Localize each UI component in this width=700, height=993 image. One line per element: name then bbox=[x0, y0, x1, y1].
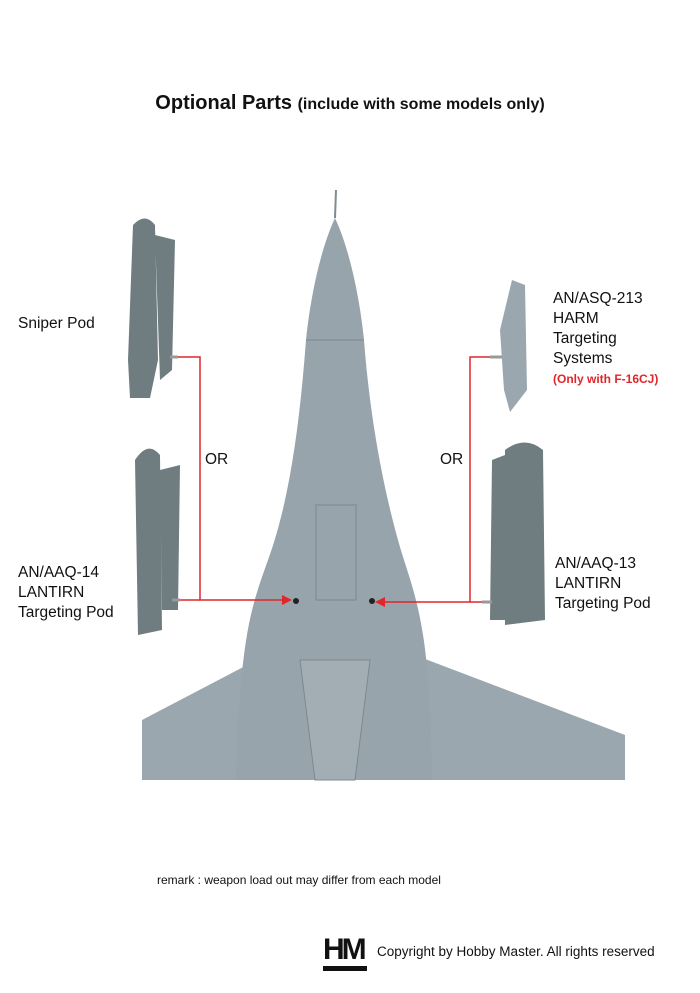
copyright-text: Copyright by Hobby Master. All rights re… bbox=[377, 944, 655, 959]
left-or-label: OR bbox=[205, 451, 229, 468]
sniper-pod-label: Sniper Pod bbox=[18, 315, 95, 332]
aaq14-label: AN/AAQ-14 LANTIRN Targeting Pod bbox=[18, 563, 114, 623]
label-line: Targeting bbox=[553, 330, 617, 347]
aaq14-pod bbox=[135, 448, 180, 635]
remark-text: remark : weapon load out may differ from… bbox=[157, 873, 441, 887]
right-hardpoint bbox=[369, 598, 375, 604]
harm-pod bbox=[500, 280, 527, 412]
label-line: LANTIRN bbox=[18, 584, 85, 601]
sniper-pod bbox=[128, 218, 175, 398]
label-line: Targeting Pod bbox=[555, 595, 651, 612]
pitot-tube bbox=[334, 189, 337, 219]
engine-nozzle bbox=[299, 659, 371, 781]
left-connector-line bbox=[178, 356, 288, 601]
left-hardpoint bbox=[293, 598, 299, 604]
title-main: Optional Parts bbox=[155, 92, 292, 114]
label-line: Targeting Pod bbox=[18, 604, 114, 621]
right-or-label: OR bbox=[440, 451, 464, 468]
aaq13-pod bbox=[490, 442, 545, 625]
title-sub: (include with some models only) bbox=[297, 96, 545, 113]
center-hatch bbox=[315, 504, 357, 601]
label-line: AN/AAQ-14 bbox=[18, 564, 99, 581]
page-title: Optional Parts (include with some models… bbox=[0, 92, 700, 115]
label-line: LANTIRN bbox=[555, 575, 622, 592]
hobby-master-logo: HM bbox=[323, 935, 367, 972]
label-line: HARM bbox=[553, 310, 599, 327]
aaq13-label: AN/AAQ-13 LANTIRN Targeting Pod bbox=[555, 554, 651, 614]
label-line: Systems bbox=[553, 350, 613, 367]
right-wing bbox=[370, 640, 625, 780]
right-arrow-head bbox=[375, 597, 385, 607]
right-connector-line bbox=[380, 356, 490, 603]
harm-label: AN/ASQ-213 HARM Targeting Systems (Only … bbox=[553, 289, 658, 389]
left-arrow-head bbox=[282, 595, 292, 605]
fuselage bbox=[236, 218, 432, 780]
label-line: AN/ASQ-213 bbox=[553, 290, 643, 307]
harm-note: (Only with F-16CJ) bbox=[553, 372, 659, 386]
label-line: AN/AAQ-13 bbox=[555, 555, 636, 572]
